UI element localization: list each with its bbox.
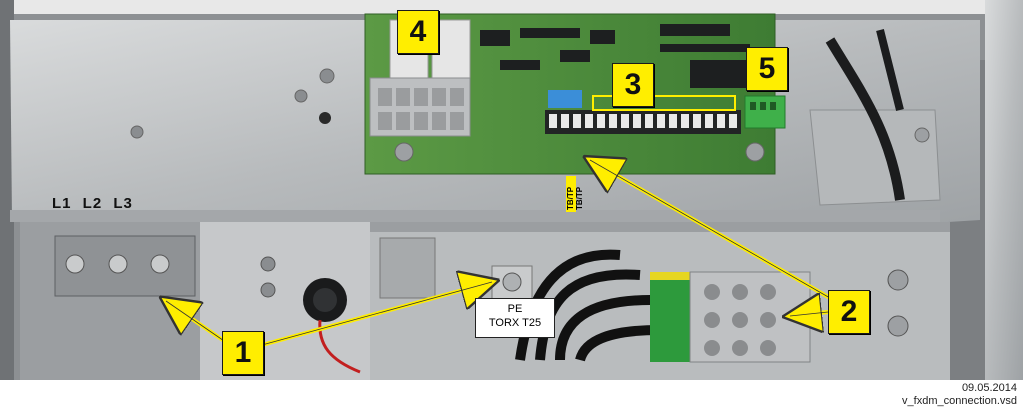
callout-3: 3 bbox=[612, 63, 654, 107]
callout-1: 1 bbox=[222, 331, 264, 375]
tb-tp-label: TB/TP TB/TP bbox=[566, 176, 584, 212]
footer-date: 09.05.2014 bbox=[961, 382, 1017, 394]
tb-tp-label-2: TB/TP bbox=[575, 186, 584, 210]
tb-tp-label-1: TB/TP bbox=[566, 186, 575, 210]
pe-label-line2: TORX T25 bbox=[488, 317, 542, 329]
phase-labels: L1 L2 L3 bbox=[52, 195, 133, 212]
pe-torx-label: PE TORX T25 bbox=[475, 298, 555, 338]
callout-5: 5 bbox=[746, 47, 788, 91]
footer-filename: v_fxdm_connection.vsd bbox=[902, 395, 1017, 407]
callout-2: 2 bbox=[828, 290, 870, 334]
callout-4: 4 bbox=[397, 10, 439, 54]
footer: 09.05.2014 v_fxdm_connection.vsd bbox=[902, 382, 1017, 408]
pe-label-line1: PE bbox=[507, 303, 523, 315]
